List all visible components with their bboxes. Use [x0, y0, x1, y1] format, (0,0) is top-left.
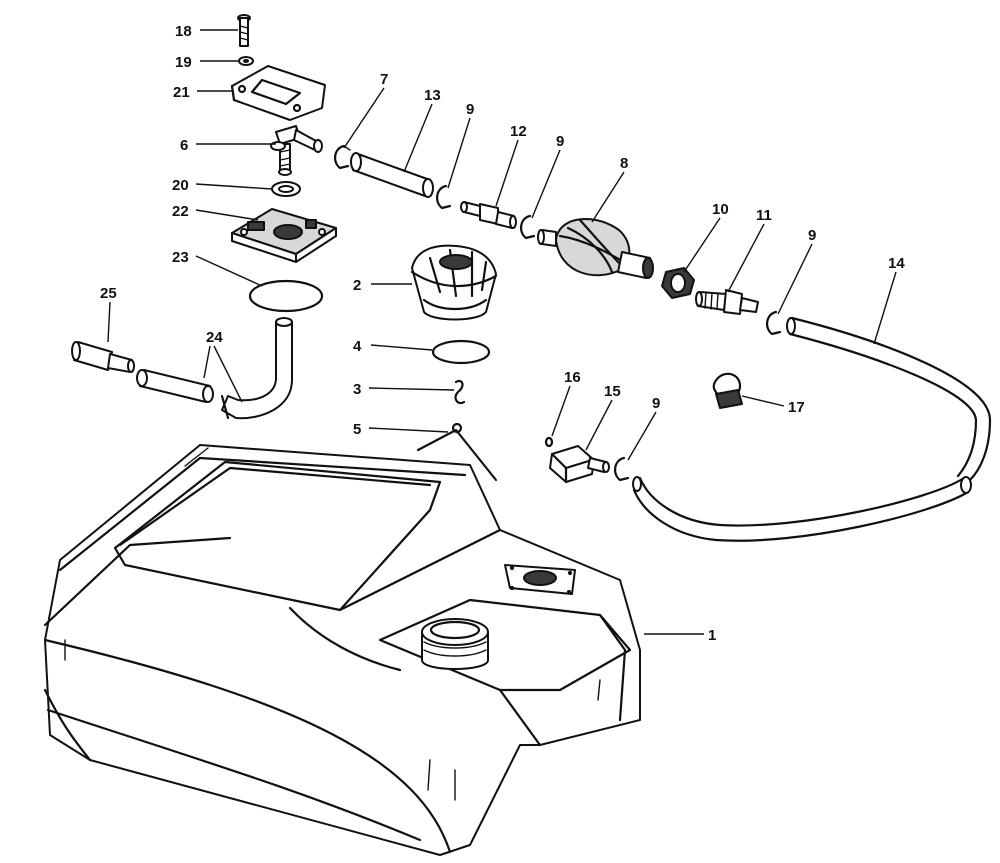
callout-22: 22 — [172, 203, 189, 220]
callout-3: 3 — [353, 381, 361, 398]
callout-8: 8 — [620, 155, 628, 172]
tank-connector — [549, 445, 610, 484]
callout-23: 23 — [172, 249, 189, 266]
callout-9b: 9 — [556, 133, 564, 150]
callout-4: 5 — [353, 421, 361, 438]
tank-fuel-cap — [421, 618, 489, 670]
coupling-nut — [661, 267, 695, 299]
callout-20: 20 — [172, 177, 189, 194]
callout-5: 4 — [353, 338, 362, 355]
fuel-pickup-head — [231, 208, 337, 263]
o-ring-small — [271, 181, 301, 197]
callout-12: 12 — [510, 123, 527, 140]
callout-10: 10 — [712, 201, 729, 218]
o-ring-large — [248, 279, 324, 313]
callout-9d: 9 — [652, 395, 660, 412]
hose-clamp — [766, 310, 782, 336]
o-ring-tiny — [544, 436, 554, 448]
callout-9c: 9 — [808, 227, 816, 244]
hose-clamp — [334, 144, 351, 170]
primer-bulb — [537, 217, 654, 279]
hose-clamp — [436, 184, 452, 210]
retaining-chain — [416, 422, 498, 482]
hose-clamp — [520, 214, 536, 240]
callout-16: 16 — [564, 369, 581, 386]
lock-washer — [238, 56, 254, 66]
tank-mounting-plate — [504, 564, 576, 595]
clamp-plate — [230, 65, 326, 121]
fuel-hose-long — [632, 316, 992, 542]
callout-19: 19 — [175, 54, 192, 71]
fuel-tank — [43, 444, 641, 856]
callout-18: 18 — [175, 23, 192, 40]
pickup-tube — [136, 317, 293, 420]
callout-6: 6 — [180, 137, 188, 154]
callout-11: 11 — [756, 207, 772, 224]
callout-labels: 18 19 21 6 20 22 23 25 24 2 4 3 5 7 13 9… — [100, 23, 905, 644]
screw — [237, 14, 251, 47]
s-hook — [454, 379, 466, 405]
hose-clip — [712, 372, 743, 409]
callout-15: 15 — [604, 383, 621, 400]
quick-connector — [695, 289, 759, 315]
callout-13: 13 — [424, 87, 441, 104]
hose-connector — [460, 201, 517, 229]
leader-lines — [107, 29, 897, 635]
elbow-fitting — [270, 125, 323, 176]
callout-7: 7 — [380, 71, 388, 88]
callout-25: 25 — [100, 285, 117, 302]
fuel-filter — [71, 341, 135, 373]
callout-9a: 9 — [466, 101, 474, 118]
callout-2: 2 — [353, 277, 361, 294]
cap-gasket — [431, 339, 491, 365]
callout-1: 1 — [708, 627, 716, 644]
callout-24: 24 — [206, 329, 223, 346]
hose-clamp — [614, 456, 630, 482]
vent-cap — [410, 244, 498, 321]
callout-17: 17 — [788, 399, 805, 416]
fuel-hose-short — [350, 152, 434, 198]
callout-21: 21 — [173, 84, 190, 101]
callout-14: 14 — [888, 255, 905, 272]
